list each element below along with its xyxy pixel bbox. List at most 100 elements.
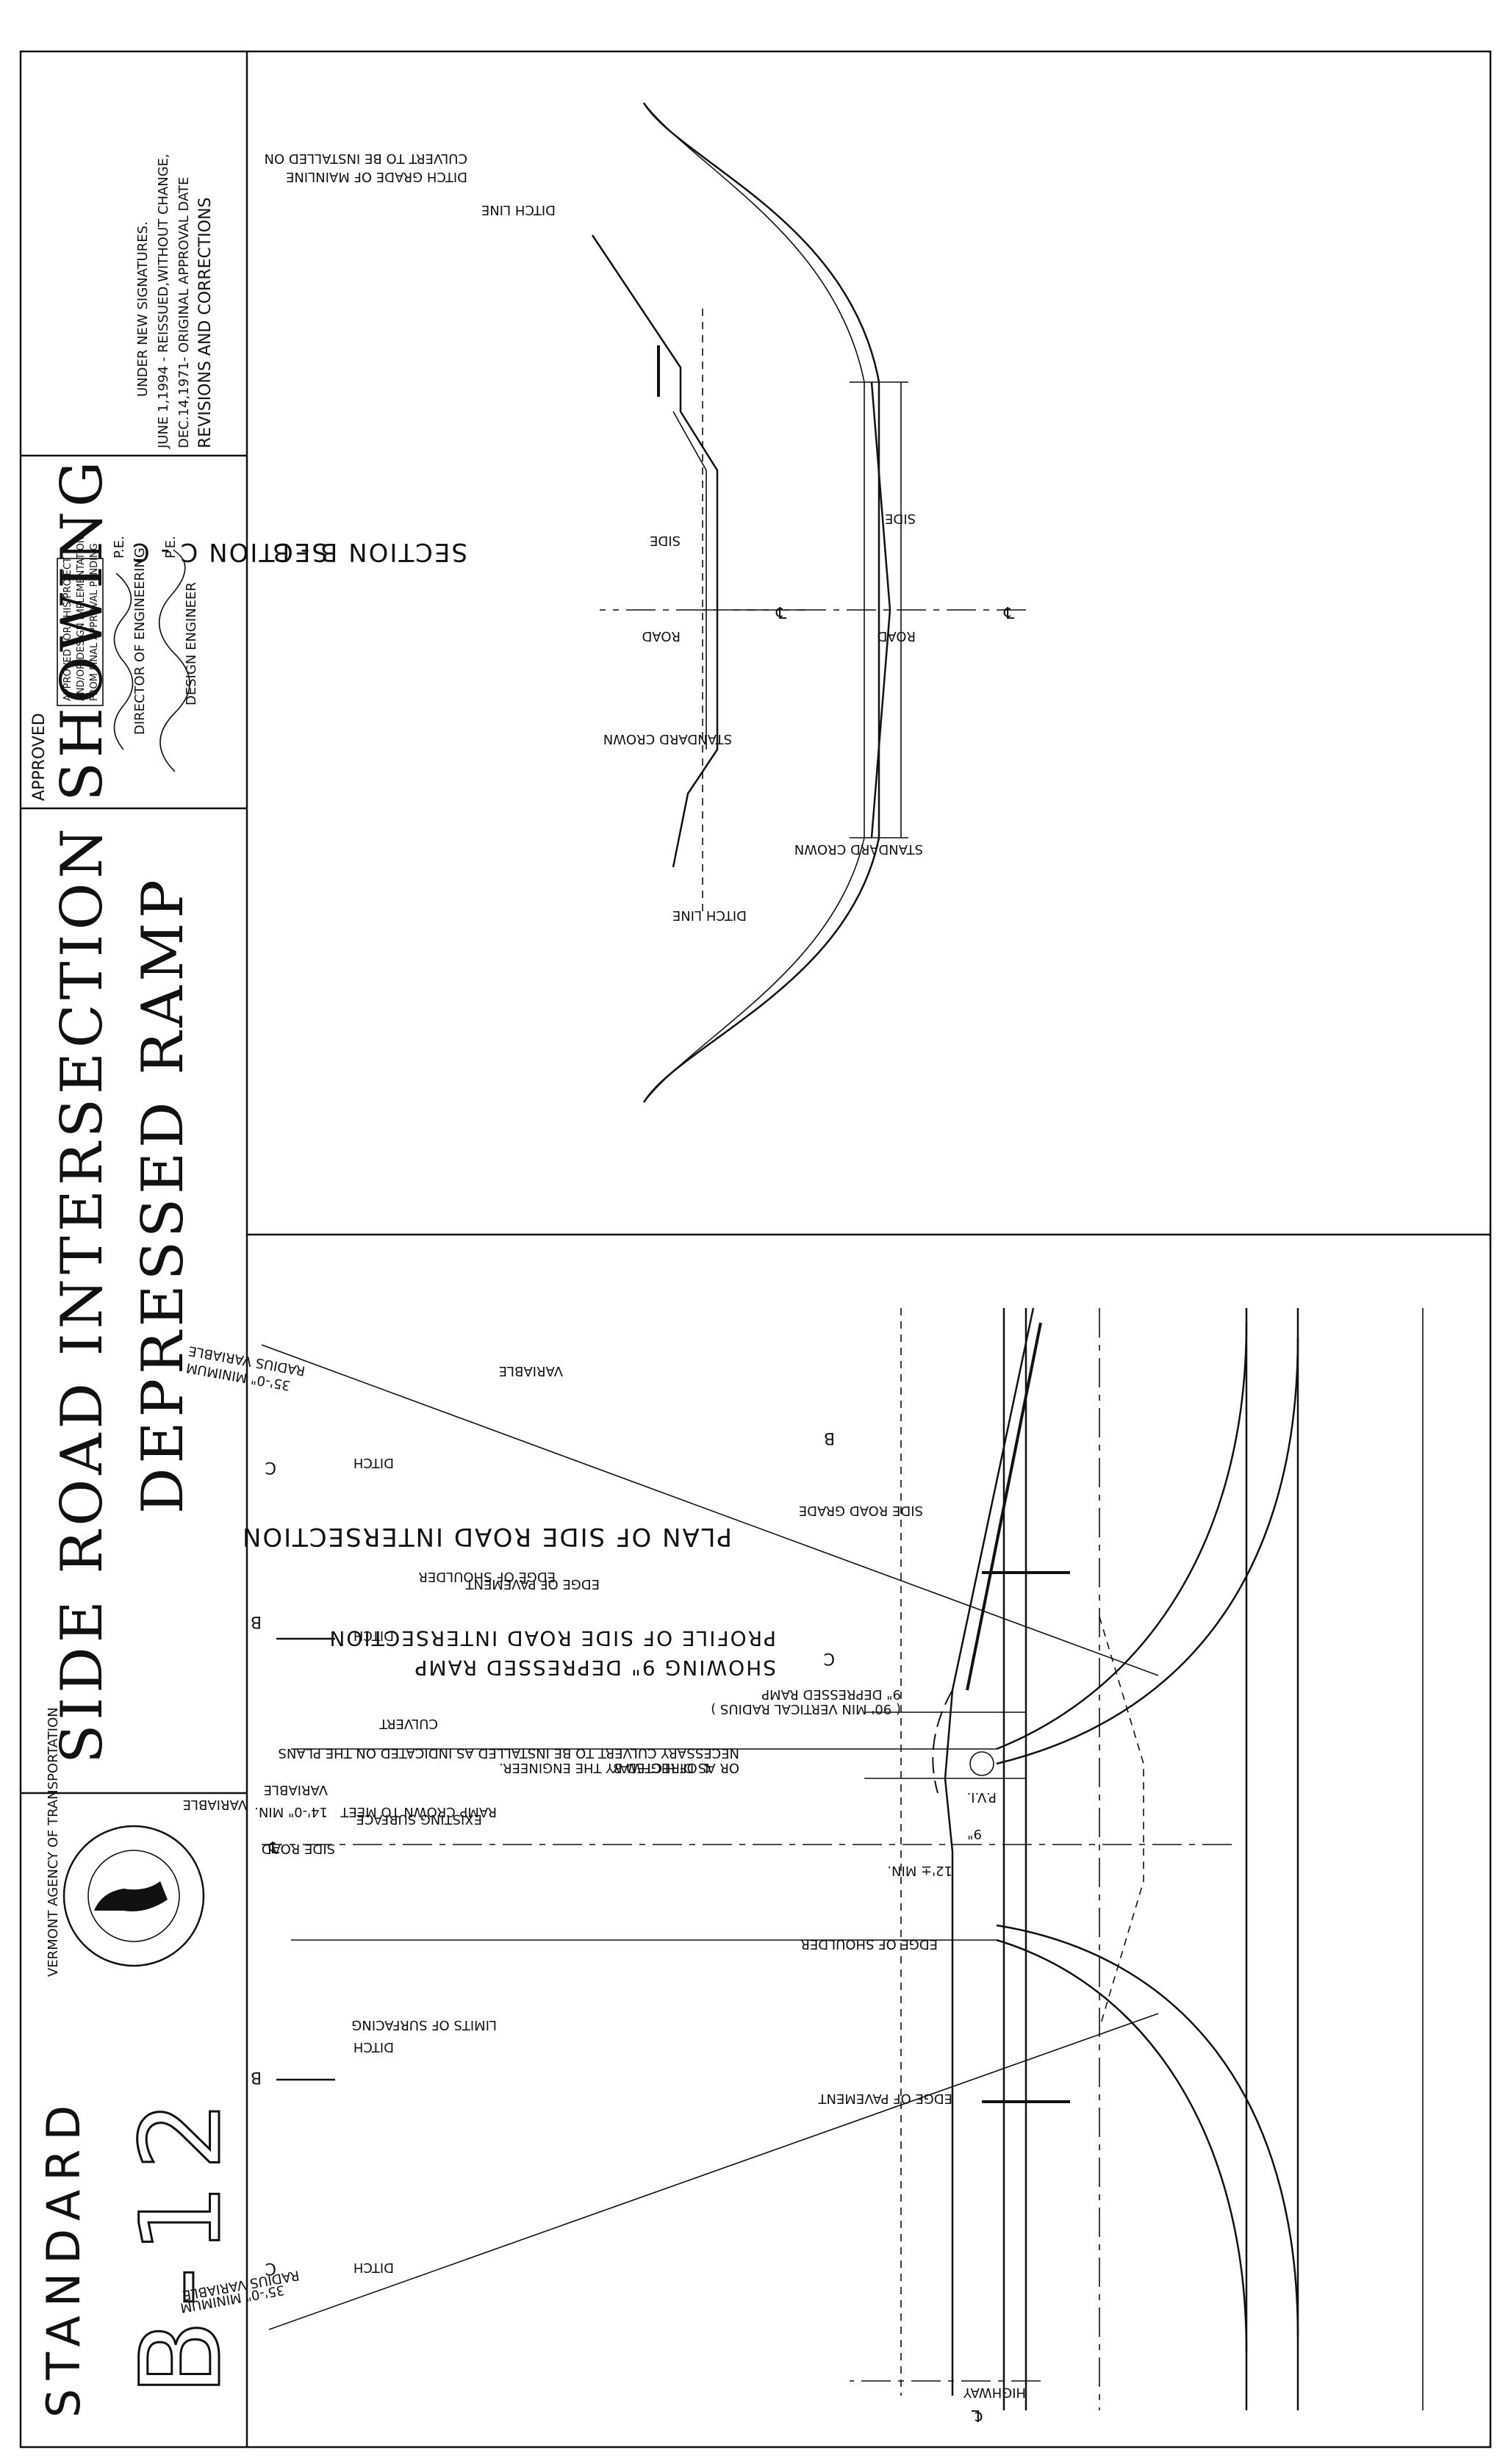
plan-section-c-left: C — [265, 1458, 276, 1476]
revision-3: UNDER NEW SIGNATURES. — [135, 221, 151, 397]
profile-grade-line — [944, 1307, 1035, 2396]
section-bb: ℄ SIDE ROAD STANDARD CROWN SECTION B - B — [271, 102, 1026, 1103]
profile-title-1: PROFILE OF SIDE ROAD INTERSECTION — [328, 1626, 776, 1651]
plan-ditch-2: DITCH — [353, 1628, 394, 1643]
cc-ditch-line-right: DITCH LINE — [672, 908, 747, 923]
drawing-title-line-1: SIDE ROAD INTERSECTION SHOWING — [49, 457, 115, 1764]
cc-culvert-note-2: DITCH GRADE OF MAINLINE — [286, 169, 467, 184]
section-cc: ℄ DITCH LINE DITCH LINE CULVERT TO BE IN… — [131, 151, 805, 923]
approval-block: APPROVED APPROVED FOR THIS PROJECT AND/O… — [30, 536, 199, 801]
cc-ditch-line-left: DITCH LINE — [481, 202, 556, 218]
cc-culvert-note-1: CULVERT TO BE INSTALLED ON — [265, 151, 467, 166]
signature-2-suffix: P.E. — [163, 536, 179, 558]
seal-ring — [62, 1825, 205, 1967]
plan-left-return-outer — [996, 1337, 1299, 1765]
revisions-heading: REVISIONS AND CORRECTIONS — [196, 197, 215, 448]
standard-block: STANDARD B-12 — [37, 2086, 247, 2418]
plan-variable-3: VARIABLE — [264, 1782, 328, 1797]
plan-culvert-label: CULVERT — [378, 1716, 438, 1731]
plan-edge-of-pavement-label: EDGE OF PAVEMENT — [465, 1576, 600, 1592]
profile-pvi: P.V.I. — [966, 1789, 997, 1805]
plan-cl-symbol: ℄ — [268, 1839, 280, 1858]
revision-1: DEC.14,1971- ORIGINAL APPROVAL DATE — [176, 177, 192, 448]
plan-right-return-inner — [996, 1939, 1248, 2352]
standard-number: B-12 — [118, 2087, 245, 2396]
profile-ramp-1: 9" DEPRESSED RAMP — [761, 1687, 901, 1702]
signature-1 — [113, 572, 134, 750]
plan-radius-leader-right — [268, 2013, 1159, 2330]
seal-text: VERMONT AGENCY OF TRANSPORTATION — [46, 1707, 61, 1977]
cc-cl-symbol: ℄ — [775, 605, 787, 623]
plan-ditch-1: DITCH — [353, 1455, 394, 1470]
plan-section-b-right: B — [251, 2068, 262, 2086]
plan-left-return-inner — [996, 1322, 1248, 1750]
bb-cl-symbol: ℄ — [1003, 605, 1015, 623]
profile-view: SIDE ROAD GRADE 9" DEPRESSED RAMP ( 90' … — [278, 1307, 1042, 2424]
vermont-map-icon — [94, 1881, 168, 1911]
profile-edge-of-pavement: EDGE OF PAVEMENT — [818, 2091, 952, 2106]
cc-side-label: SIDE — [650, 533, 681, 548]
plan-limits-label: LIMITS OF SURFACING — [351, 2017, 497, 2033]
plan-title: PLAN OF SIDE ROAD INTERSECTION — [241, 1522, 732, 1551]
signature-2-title: DESIGN ENGINEER — [184, 582, 199, 705]
plan-section-b-left: B — [251, 1612, 262, 1631]
signature-2 — [158, 550, 190, 772]
plan-edge-of-shoulder-label: EDGE OF SHOULDER — [418, 1569, 556, 1584]
profile-highway-cl: ℄ — [971, 2406, 983, 2424]
bb-standard-crown: STANDARD CROWN — [794, 841, 923, 857]
plan-ditch-4: DITCH — [353, 2260, 394, 2275]
profile-section-c: C — [824, 1649, 835, 1667]
revision-2: JUNE 1,1994 - REISSUED,WITHOUT CHANGE, — [156, 154, 171, 449]
bb-title: SECTION B - B — [271, 537, 467, 567]
profile-highway-label: HIGHWAY — [963, 2385, 1026, 2400]
bb-road-label: ROAD — [877, 628, 916, 644]
plan-ramp-note-1: RAMP CROWN TO MEET — [340, 1804, 497, 1820]
approval-stamp — [57, 558, 104, 706]
sheet-border — [19, 50, 1492, 2449]
stamp-line-1: APPROVED FOR THIS PROJECT — [62, 557, 73, 701]
cc-standard-crown: STANDARD CROWN — [603, 731, 732, 747]
cc-road-label: ROAD — [642, 628, 681, 644]
plan-min-width: 14'-0" MIN. — [254, 1804, 328, 1820]
bb-ground-line — [642, 102, 880, 1103]
plan-limits-of-surfacing — [1099, 1616, 1144, 2029]
profile-title-2: SHOWING 9" DEPRESSED RAMP — [414, 1656, 776, 1680]
plan-section-c-right: C — [265, 2259, 276, 2277]
plan-variable-1: VARIABLE — [499, 1363, 563, 1379]
profile-side-road-grade — [966, 1322, 1042, 1691]
profile-depressed-ramp — [932, 1689, 953, 1794]
agency-seal: VERMONT AGENCY OF TRANSPORTATION — [46, 1707, 205, 1977]
plan-right-return-outer — [996, 1924, 1299, 2338]
bb-crown — [870, 381, 891, 838]
profile-culvert-note-1: NECESSARY CULVERT TO BE INSTALLED AS IND… — [278, 1745, 739, 1761]
profile-culvert-note-2: OR AS DIRECTED BY THE ENGINEER. — [499, 1760, 739, 1775]
cc-ground-line — [591, 234, 719, 868]
plan-radius-leader-left — [261, 1344, 1159, 1676]
drawing-title-line-2: DEPRESSED RAMP — [130, 875, 196, 1514]
profile-ramp-2: ( 90' MIN VERTICAL RADIUS ) — [711, 1701, 901, 1717]
plan-variable-2: VARIABLE — [183, 1797, 247, 1812]
revisions-block: REVISIONS AND CORRECTIONS DEC.14,1971- O… — [135, 154, 215, 449]
profile-twelve-min: 12'± MIN. — [887, 1863, 952, 1878]
plan-highway-cl-label: ℄ OF HIGHWAY — [611, 1760, 711, 1775]
stamp-line-2: AND/OR DESIGN IMPLEMENTATION — [76, 536, 87, 701]
plan-side-road: SIDE ROAD — [262, 1841, 335, 1856]
standard-label: STANDARD — [37, 2097, 90, 2418]
title-block: SIDE ROAD INTERSECTION SHOWING DEPRESSED… — [49, 457, 196, 1764]
bb-side-label: SIDE — [885, 511, 916, 526]
approved-label: APPROVED — [30, 713, 49, 801]
plan-ditch-3: DITCH — [353, 2039, 394, 2055]
profile-section-b: B — [824, 1429, 835, 1447]
stamp-line-3: FROM FINAL APPROVAL PENDING — [89, 543, 100, 701]
profile-side-road-grade-label: SIDE ROAD GRADE — [799, 1503, 923, 1518]
signature-1-title: DIRECTOR OF ENGINEERING — [132, 547, 148, 735]
profile-edge-of-shoulder: EDGE OF SHOULDER — [800, 1936, 938, 1952]
plan-view: ℄ B B C C RADIUS VARIABLE 35'-0" MINIMUM… — [179, 1308, 1424, 2410]
profile-culvert-icon — [969, 1751, 994, 1776]
plan-ramp-note-2: EXISTING SURFACE — [356, 1811, 482, 1827]
cc-title: SECTION C - C — [131, 537, 328, 567]
profile-nine-in: 9" — [967, 1826, 982, 1842]
